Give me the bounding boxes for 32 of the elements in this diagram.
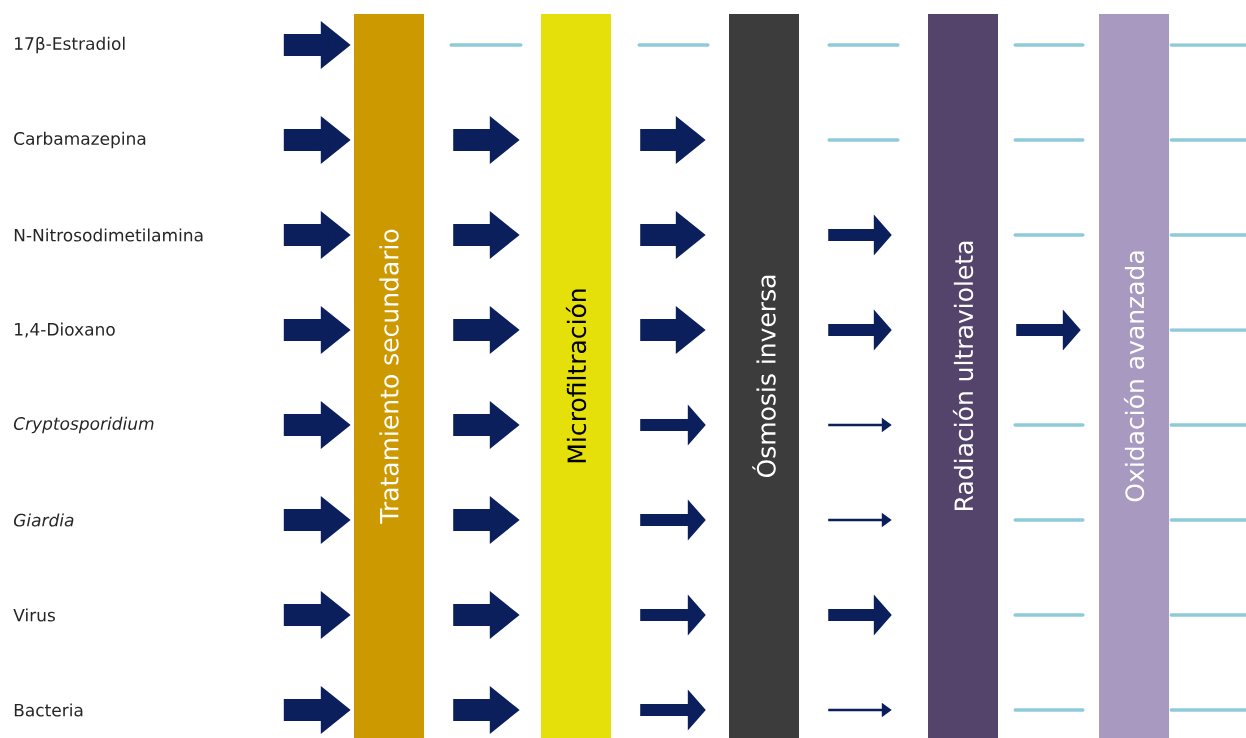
short-line: [1013, 43, 1085, 47]
short-line: [1013, 138, 1085, 142]
contaminant-label: Virus: [13, 608, 55, 622]
treatment-band: Tratamiento secundario: [354, 14, 424, 738]
short-line: [1013, 423, 1085, 427]
contaminant-label: Cryptosporidium: [13, 416, 154, 434]
treatment-band: Radiación ultravioleta: [928, 14, 998, 738]
short-line: [1169, 708, 1246, 712]
short-line: [1169, 613, 1246, 617]
short-line: [1013, 518, 1085, 522]
short-line: [1169, 233, 1246, 237]
short-line: [637, 43, 710, 47]
contaminant-label: Bacteria: [14, 703, 83, 717]
short-line: [1169, 43, 1246, 47]
contaminant-label: N-Nitrosodimetilamina: [14, 228, 203, 242]
treatment-band: Ósmosis inversa: [729, 14, 799, 738]
short-line: [1169, 518, 1246, 522]
short-line: [1169, 138, 1246, 142]
short-line: [1013, 613, 1085, 617]
short-line: [827, 138, 900, 142]
short-line: [1169, 328, 1246, 332]
treatment-band: Microfiltración: [541, 14, 611, 738]
contaminant-label: Giardia: [13, 513, 74, 527]
short-line: [827, 43, 900, 47]
short-line: [449, 43, 523, 47]
short-line: [1013, 708, 1085, 712]
short-line: [1169, 423, 1246, 427]
treatment-band: Oxidación avanzada: [1099, 14, 1169, 738]
short-line: [1013, 233, 1085, 237]
contaminant-label: Carbamazepina: [14, 131, 146, 149]
contaminant-label: 17β-Estradiol: [15, 36, 125, 54]
contaminant-label: 1,4-Dioxano: [15, 322, 115, 338]
